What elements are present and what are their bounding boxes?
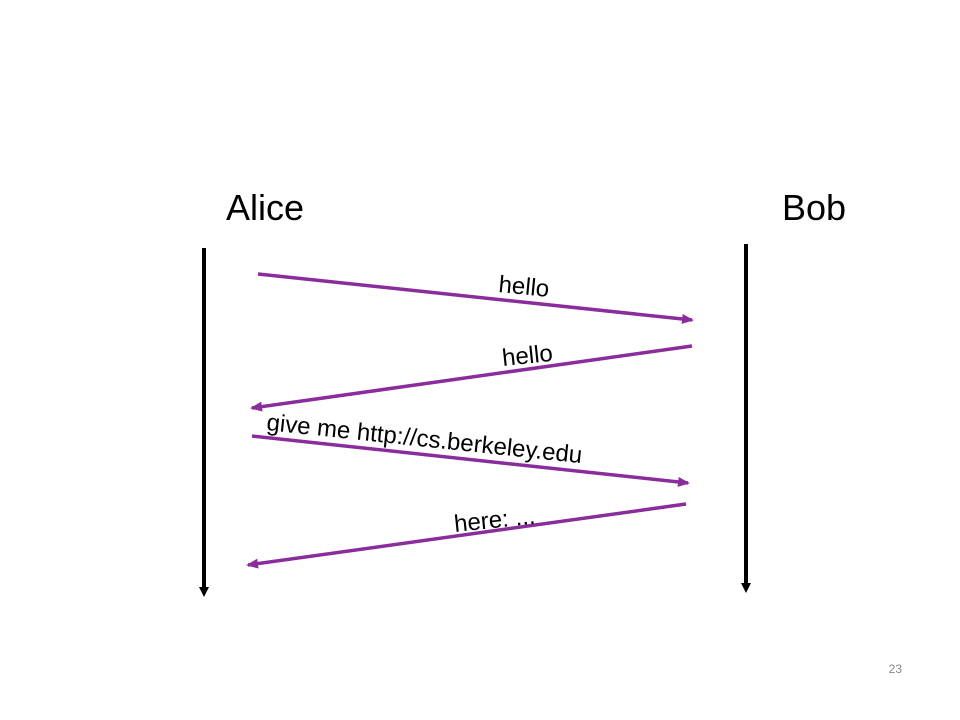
message-arrow-3 xyxy=(251,434,690,487)
message-arrow-2 xyxy=(250,344,693,412)
participant-bob-label: Bob xyxy=(782,187,847,228)
participant-alice-label: Alice xyxy=(226,187,305,228)
message-label-3: give me http://cs.berkeley.edu xyxy=(265,409,583,469)
message-arrow-1 xyxy=(257,272,694,324)
message-label-4: here: ... xyxy=(453,503,537,538)
message-label-1: hello xyxy=(497,271,550,303)
page-number: 23 xyxy=(888,662,902,676)
message-arrow-4 xyxy=(246,502,687,569)
message-label-2: hello xyxy=(501,340,554,372)
